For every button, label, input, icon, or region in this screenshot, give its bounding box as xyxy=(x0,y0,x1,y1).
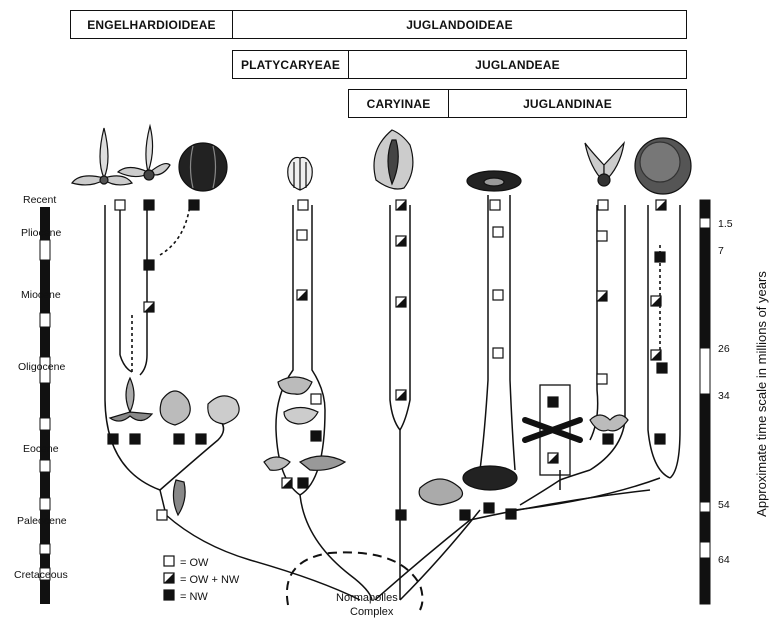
nw-marker xyxy=(483,502,495,514)
ow-marker xyxy=(310,393,322,405)
ow-marker xyxy=(297,199,309,211)
ow-nw-marker-fill xyxy=(651,296,661,306)
legend-nw-label: = NW xyxy=(180,591,208,603)
normapolles-label-line2: Complex xyxy=(350,606,394,618)
round-nut-icon xyxy=(178,142,228,192)
fossil-paleocene-fruit-icon xyxy=(172,479,186,517)
legend-ow-swatch xyxy=(163,555,175,567)
epoch-recent: Recent xyxy=(23,194,56,206)
disc-fruit-icon xyxy=(466,170,522,192)
nw-marker xyxy=(602,433,614,445)
tick-1-5: 1.5 xyxy=(718,218,733,230)
legend: = OW = OW + NW = NW xyxy=(163,555,240,603)
tick-34: 34 xyxy=(718,390,730,402)
tick-26: 26 xyxy=(718,343,730,355)
ow-nw-marker-fill xyxy=(548,453,558,463)
ow-nw-marker-fill xyxy=(396,297,406,307)
taxon-juglandoideae: JUGLANDOIDEAE xyxy=(232,10,687,39)
nw-marker xyxy=(505,508,517,520)
ow-nw-marker-fill xyxy=(396,236,406,246)
fossil-winged-nutlet-icon xyxy=(589,414,629,432)
ow-nw-marker-fill xyxy=(297,290,307,300)
distribution-markers xyxy=(107,199,668,521)
nw-marker xyxy=(188,199,200,211)
nw-marker xyxy=(297,477,309,489)
normapolles-label-line1: Normapolles xyxy=(336,592,398,604)
nw-marker xyxy=(656,362,668,374)
taxon-juglandinae: JUGLANDINAE xyxy=(448,89,687,118)
nw-marker xyxy=(143,259,155,271)
tick-7: 7 xyxy=(718,245,724,257)
ow-marker xyxy=(597,199,609,211)
walnut-icon xyxy=(634,137,692,195)
nw-marker xyxy=(654,433,666,445)
nw-marker xyxy=(547,396,559,408)
ow-marker xyxy=(114,199,126,211)
epoch-cretaceous: Cretaceous xyxy=(14,569,68,581)
fossil-flower-icon xyxy=(418,465,518,506)
winged-fruit-icon xyxy=(71,127,133,186)
epoch-eocene: Eocene xyxy=(23,443,59,455)
nw-marker xyxy=(173,433,185,445)
tick-64: 64 xyxy=(718,554,730,566)
ow-marker xyxy=(596,373,608,385)
epoch-oligocene: Oligocene xyxy=(18,361,65,373)
ow-nw-marker-fill xyxy=(651,350,661,360)
ow-marker xyxy=(489,199,501,211)
epoch-paleocene: Paleocene xyxy=(17,515,67,527)
ow-marker xyxy=(156,509,168,521)
time-scale-bar xyxy=(699,199,711,605)
ow-nw-marker-fill xyxy=(597,291,607,301)
cone-fruit-icon xyxy=(287,156,313,191)
legend-ow-label: = OW xyxy=(180,557,209,569)
nw-marker xyxy=(310,430,322,442)
legend-ow-nw-label: = OW + NW xyxy=(180,574,240,586)
ow-nw-marker-fill xyxy=(282,478,292,488)
fruit-illustrations xyxy=(71,123,692,517)
nw-marker xyxy=(129,433,141,445)
epoch-miocene: Miocene xyxy=(21,289,61,301)
ow-marker xyxy=(492,289,504,301)
winged-fruit-icon xyxy=(116,123,171,181)
normapolles-outline xyxy=(285,551,424,611)
fossil-winged-fruit-icon xyxy=(108,376,154,422)
time-scale-title: Approximate time scale in millions of ye… xyxy=(754,271,769,517)
geologic-column xyxy=(39,207,51,604)
nw-marker xyxy=(143,199,155,211)
nw-marker xyxy=(107,433,119,445)
nw-marker xyxy=(654,251,666,263)
ow-nw-marker-fill xyxy=(396,390,406,400)
ow-marker xyxy=(492,347,504,359)
fossil-platycarya-icon xyxy=(263,376,347,471)
taxon-caryinae: CARYINAE xyxy=(348,89,449,118)
ow-marker xyxy=(492,226,504,238)
ow-marker xyxy=(296,229,308,241)
nw-marker xyxy=(395,509,407,521)
ow-nw-marker-fill xyxy=(396,200,406,210)
nw-marker xyxy=(195,433,207,445)
taxon-platycaryeae: PLATYCARYEAE xyxy=(232,50,349,79)
ow-nw-marker-fill xyxy=(656,200,666,210)
legend-nw-swatch xyxy=(163,589,175,601)
phylogeny-branches xyxy=(104,195,681,601)
winged-nutlet-icon xyxy=(584,140,625,187)
tick-54: 54 xyxy=(718,499,730,511)
taxon-juglandeae: JUGLANDEAE xyxy=(348,50,687,79)
nw-marker xyxy=(459,509,471,521)
fossil-wing-icon xyxy=(522,417,583,443)
fossil-fruit-icon xyxy=(159,390,240,426)
epoch-pliocene: Pliocene xyxy=(21,227,61,239)
ow-marker xyxy=(596,230,608,242)
ow-nw-marker-fill xyxy=(144,302,154,312)
taxon-engelhardioideae: ENGELHARDIOIDEAE xyxy=(70,10,233,39)
hickory-fruit-icon xyxy=(373,129,414,190)
